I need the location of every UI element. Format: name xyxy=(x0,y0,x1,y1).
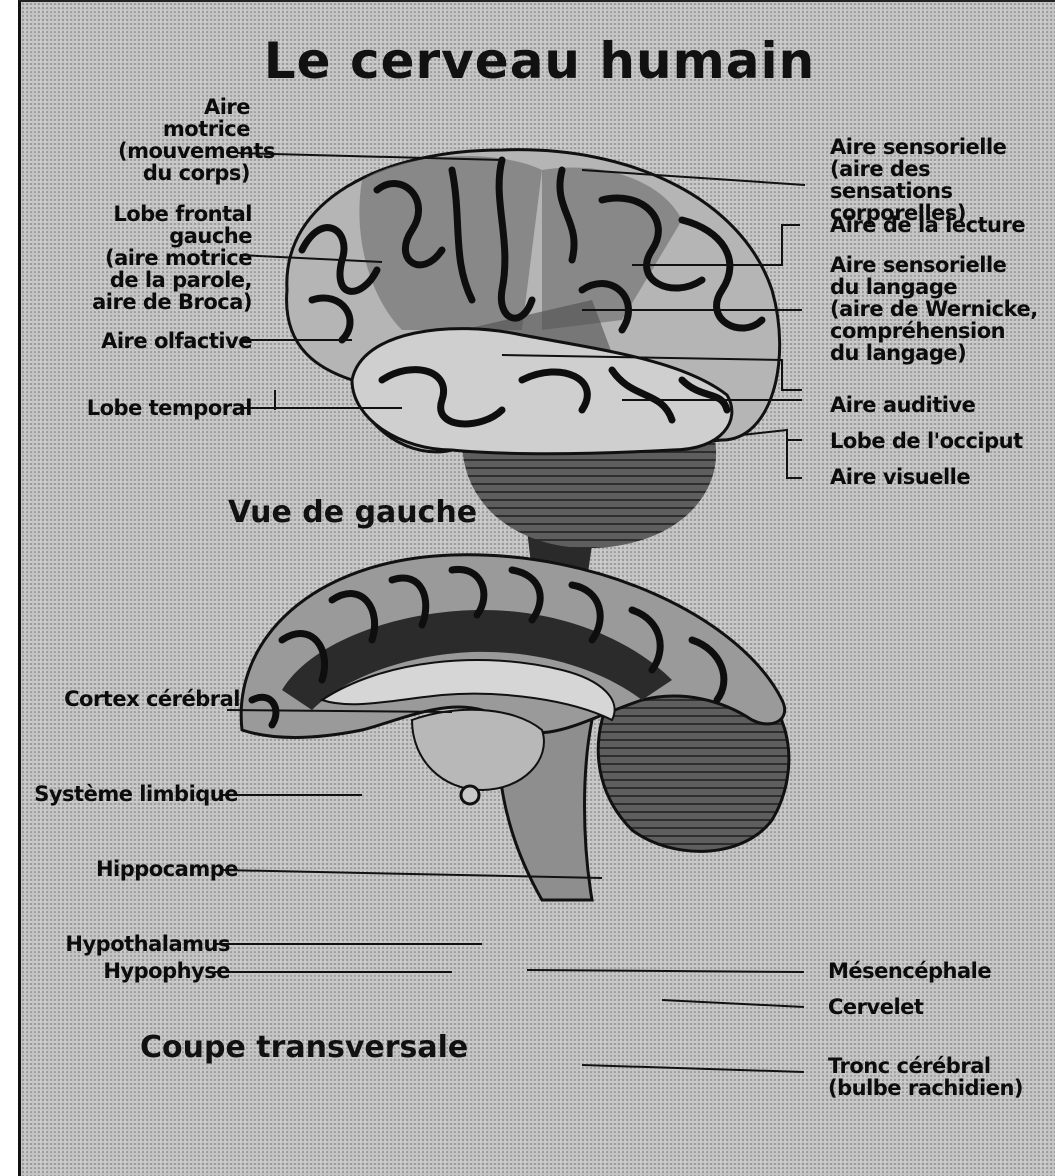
label-temporal-lobe: Lobe temporal xyxy=(60,397,252,419)
label-motor-area: Aire motrice (mouvements du corps) xyxy=(118,96,250,184)
label-brainstem: Tronc cérébral (bulbe rachidien) xyxy=(828,1055,1050,1099)
label-language-sensory-area: Aire sensorielle du langage (aire de Wer… xyxy=(830,254,1052,364)
label-hypothalamus: Hypothalamus xyxy=(20,933,230,955)
label-limbic-system: Système limbique xyxy=(10,783,238,805)
label-left-frontal-lobe: Lobe frontal gauche (aire motrice de la … xyxy=(30,203,252,313)
label-pituitary: Hypophyse xyxy=(20,960,230,982)
label-auditory-area: Aire auditive xyxy=(830,394,1052,416)
view-title-left: Vue de gauche xyxy=(228,495,477,530)
label-visual-area: Aire visuelle xyxy=(830,466,1052,488)
label-sensory-area: Aire sensorielle (aire des sensations co… xyxy=(830,136,1052,224)
label-olfactory-area: Aire olfactive xyxy=(60,330,252,352)
label-midbrain: Mésencéphale xyxy=(828,960,1050,982)
label-hippocampus: Hippocampe xyxy=(20,858,238,880)
cross-section-brain xyxy=(241,555,789,900)
left-view-brain xyxy=(287,150,780,615)
view-title-cross-section: Coupe transversale xyxy=(140,1030,468,1065)
label-cerebellum: Cervelet xyxy=(828,996,1050,1018)
section-pituitary xyxy=(461,786,479,804)
label-occipital-lobe: Lobe de l'occiput xyxy=(830,430,1052,452)
label-reading-area: Aire de la lecture xyxy=(830,214,1052,236)
label-cerebral-cortex: Cortex cérébral xyxy=(20,688,240,710)
